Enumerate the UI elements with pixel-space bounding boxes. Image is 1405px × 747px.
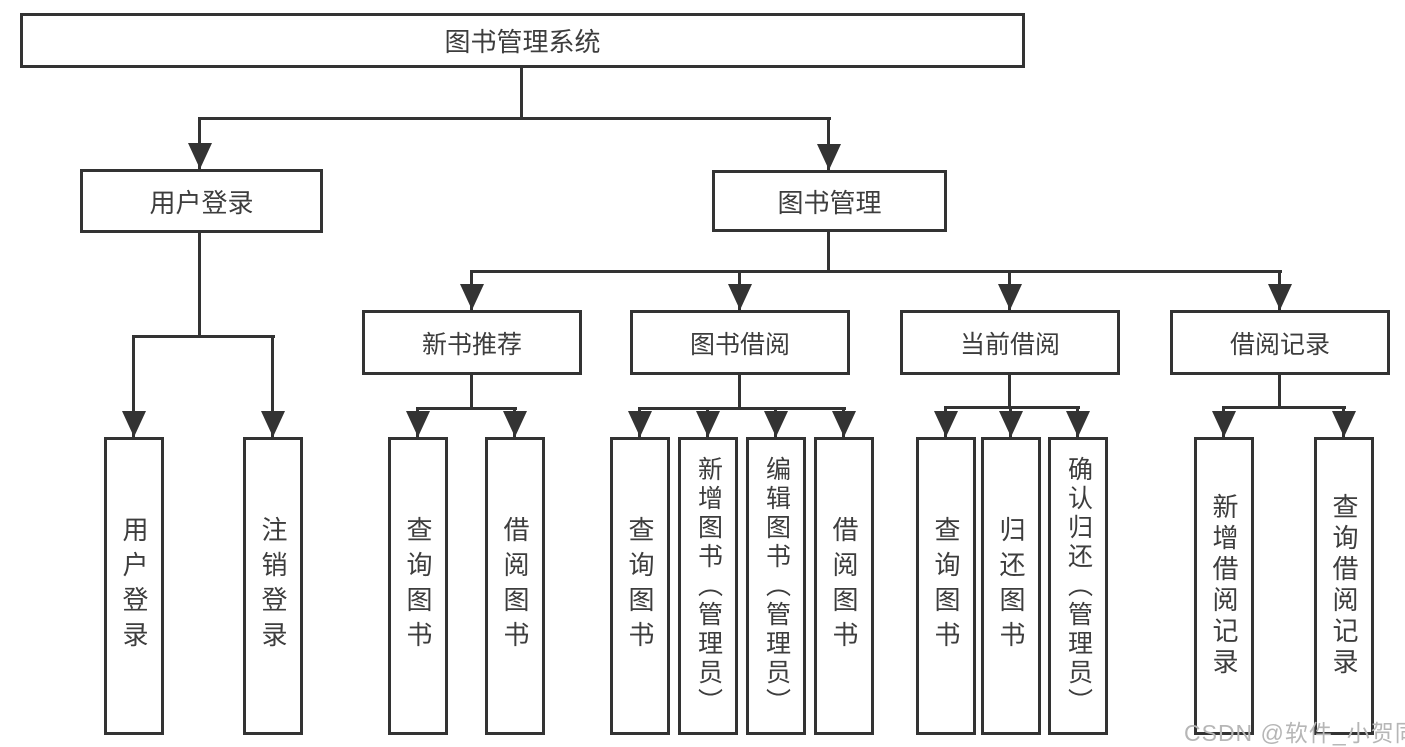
connector-line-v: [827, 232, 830, 273]
node-label: 借阅记录: [1229, 330, 1330, 359]
node-label: 用户登录: [149, 187, 254, 218]
arrow-down-icon: [1268, 284, 1292, 310]
node-label: 查询图书: [403, 516, 433, 656]
watermark: CSDN @软件_小贺同学: [1184, 720, 1405, 746]
node-label: 借阅图书: [500, 516, 530, 656]
connector-line-v: [470, 375, 473, 409]
arrow-down-icon: [934, 411, 958, 437]
node-label: 查询图书: [931, 516, 961, 656]
node-current-borrowing: 当前借阅: [900, 310, 1120, 375]
node-label: 图书管理: [777, 187, 882, 218]
node-label: 确认归还（管理员）: [1064, 455, 1093, 717]
connector-line-v: [827, 117, 830, 170]
arrow-down-icon: [1066, 411, 1090, 437]
connector-line-v: [1008, 375, 1011, 408]
connector-line-v: [1278, 375, 1281, 408]
arrow-down-icon: [460, 284, 484, 310]
node-label: 编辑图书（管理员）: [762, 455, 791, 717]
arrow-down-icon: [503, 411, 527, 437]
node-label: 图书借阅: [689, 330, 790, 359]
arrow-down-icon: [188, 143, 212, 169]
node-label: 当前借阅: [959, 330, 1060, 359]
connector-line-h: [132, 335, 275, 338]
connector-line-v: [520, 68, 523, 120]
leaf-query-books-current: 查询图书: [916, 437, 976, 735]
leaf-query-borrow-record: 查询借阅记录: [1314, 437, 1374, 735]
arrow-down-icon: [728, 284, 752, 310]
connector-line-h: [638, 407, 846, 410]
node-label: 注销登录: [258, 516, 288, 656]
arrow-down-icon: [999, 411, 1023, 437]
leaf-borrow-books-borrowing: 借阅图书: [814, 437, 874, 735]
leaf-query-books-recommend: 查询图书: [388, 437, 448, 735]
connector-line-v: [271, 335, 274, 437]
node-user-login: 用户登录: [80, 169, 323, 233]
leaf-add-book-admin: 新增图书（管理员）: [678, 437, 738, 735]
connector-line-h: [198, 117, 831, 120]
leaf-logout: 注销登录: [243, 437, 303, 735]
node-label: 新书推荐: [421, 330, 522, 359]
connector-line-h: [944, 406, 1080, 409]
connector-line-h: [1222, 406, 1346, 409]
leaf-add-borrow-record: 新增借阅记录: [1194, 437, 1254, 735]
connector-line-v: [198, 233, 201, 337]
node-label: 查询借阅记录: [1329, 493, 1359, 679]
connector-line-v: [132, 335, 135, 437]
arrow-down-icon: [998, 284, 1022, 310]
arrow-down-icon: [1332, 411, 1356, 437]
connector-line-h: [416, 407, 517, 410]
node-book-borrowing: 图书借阅: [630, 310, 850, 375]
arrow-down-icon: [261, 411, 285, 437]
arrow-down-icon: [696, 411, 720, 437]
arrow-down-icon: [122, 411, 146, 437]
node-new-book-recommend: 新书推荐: [362, 310, 582, 375]
leaf-return-book: 归还图书: [981, 437, 1041, 735]
leaf-query-books-borrowing: 查询图书: [610, 437, 670, 735]
node-label: 查询图书: [625, 516, 655, 656]
arrow-down-icon: [832, 411, 856, 437]
arrow-down-icon: [1212, 411, 1236, 437]
arrow-down-icon: [764, 411, 788, 437]
leaf-borrow-books-recommend: 借阅图书: [485, 437, 545, 735]
node-label: 新增图书（管理员）: [694, 455, 723, 717]
node-label: 图书管理系统: [444, 27, 601, 57]
leaf-edit-book-admin: 编辑图书（管理员）: [746, 437, 806, 735]
connector-line-h: [470, 270, 1282, 273]
node-label: 归还图书: [996, 516, 1026, 656]
arrow-down-icon: [406, 411, 430, 437]
node-library-management-system: 图书管理系统: [20, 13, 1025, 68]
connector-line-v: [738, 375, 741, 409]
leaf-user-login: 用户登录: [104, 437, 164, 735]
node-book-management: 图书管理: [712, 170, 947, 232]
node-borrow-records: 借阅记录: [1170, 310, 1390, 375]
node-label: 用户登录: [119, 516, 149, 656]
arrow-down-icon: [628, 411, 652, 437]
node-label: 新增借阅记录: [1209, 493, 1239, 679]
node-label: 借阅图书: [829, 516, 859, 656]
arrow-down-icon: [817, 144, 841, 170]
leaf-confirm-return-admin: 确认归还（管理员）: [1048, 437, 1108, 735]
